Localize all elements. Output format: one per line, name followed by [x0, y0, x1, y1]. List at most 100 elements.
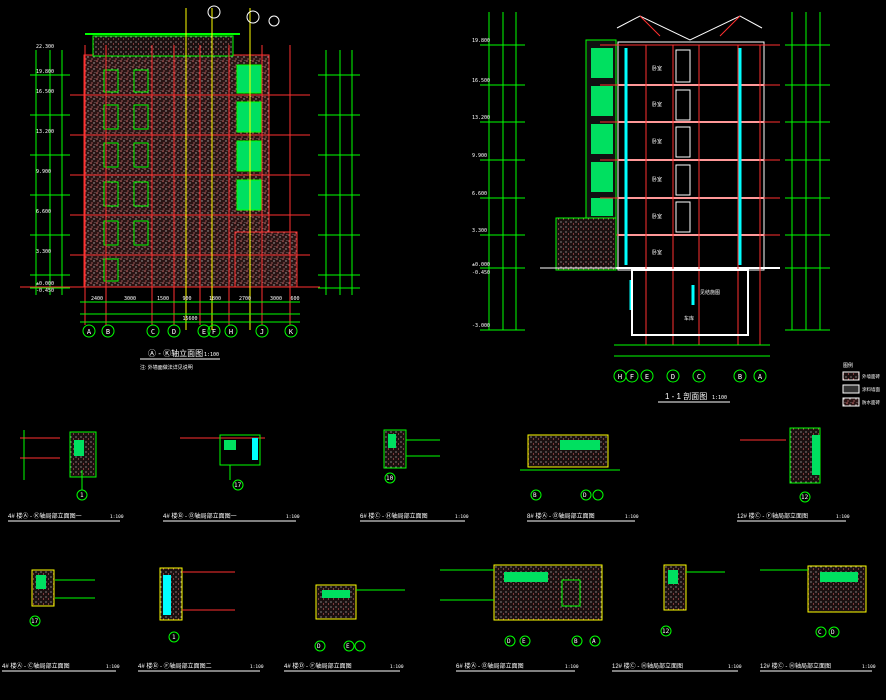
span-dim: 900 [182, 296, 191, 302]
axis-bubble [504, 635, 516, 647]
axis-label: F [212, 328, 216, 336]
level-mark: 16.500 [36, 89, 54, 95]
elevation-right-dimensions [318, 50, 360, 295]
span-dim: 3000 [270, 296, 282, 302]
detail-scale: 1:100 [390, 664, 404, 670]
axis-bubble [232, 479, 244, 491]
axis-bubble [530, 489, 542, 501]
level-mark: 19.800 [472, 38, 490, 44]
axis-label: C [151, 328, 155, 336]
detail-drawing: D E [314, 584, 405, 652]
axis-label: H [618, 373, 622, 381]
elevation-roof [92, 35, 234, 57]
level-mark: 16.500 [472, 78, 490, 84]
level-mark: 3.300 [36, 249, 51, 255]
axis-bubble [571, 635, 583, 647]
axis-label: 10 [386, 475, 394, 482]
axis-bubble [660, 625, 672, 637]
axis-label: D [172, 328, 176, 336]
detail-scale: 1:100 [728, 664, 742, 670]
axis-bubble [29, 615, 41, 627]
axis-bubble [168, 631, 180, 643]
axis-label: D [583, 492, 587, 499]
span-dim: 600 [290, 296, 299, 302]
detail-scale: 1:100 [862, 664, 876, 670]
detail-drawing: 17 [29, 569, 95, 627]
axis-label: A [87, 328, 92, 336]
detail-drawing: B D [520, 434, 620, 501]
level-mark: 3.300 [472, 228, 487, 234]
detail-scale: 1:100 [250, 664, 264, 670]
room-label: 卧室 [652, 213, 662, 220]
detail-drawing: 10 [383, 429, 440, 484]
axis-label: C [697, 373, 701, 381]
detail-title: 8# 楼Ⓐ - Ⓓ轴局部立面图 [527, 512, 595, 520]
span-dim: 2700 [239, 296, 251, 302]
detail-title: 4# 楼Ⓑ - Ⓓ轴局部立面图一 [163, 512, 237, 520]
section-scale: 1:100 [712, 395, 727, 401]
section-drawing: 卧室 卧室 卧室 卧室 卧室 卧室 车库 见结施图 -3.000 -0.450 … [472, 12, 830, 403]
main-elevation: A B C D E F H J K -0.450 ±0.000 3.300 6.… [20, 5, 360, 371]
legend-item: 涂料墙面 [862, 386, 880, 393]
level-mark: ±0.000 [472, 262, 490, 268]
room-label: 卧室 [652, 249, 662, 256]
level-mark: -0.450 [472, 270, 490, 276]
axis-label: H [229, 328, 233, 336]
level-mark: 13.200 [36, 129, 54, 135]
axis-bubble [519, 635, 531, 647]
legend-item: 防水面砖 [862, 399, 880, 406]
elevation-left-dimensions [30, 50, 70, 295]
axis-label: 12 [662, 628, 670, 635]
detail-scale: 1:100 [106, 664, 120, 670]
detail-drawing: 1 [20, 430, 97, 501]
span-dim: 1800 [209, 296, 221, 302]
axis-bubble [815, 626, 827, 638]
level-mark: 9.900 [472, 153, 487, 159]
axis-bubble [384, 472, 396, 484]
level-mark: -3.000 [472, 323, 490, 329]
detail-scale: 1:100 [565, 664, 579, 670]
axis-bubble [146, 324, 160, 338]
level-mark: ±0.000 [36, 281, 54, 287]
level-mark: 6.600 [472, 191, 487, 197]
detail-title: 12# 楼Ⓒ - Ⓕ轴局部立面图 [737, 512, 808, 520]
axis-label: 17 [234, 482, 242, 489]
axis-label: 1 [80, 492, 84, 499]
section-callout: 见结施图 [700, 289, 720, 296]
axis-label: E [202, 328, 206, 336]
axis-bubble [666, 369, 680, 383]
axis-label: 12 [801, 494, 809, 501]
level-mark: 19.800 [36, 69, 54, 75]
elevation-note: 注: 外墙面做法详见说明 [140, 364, 193, 371]
span-dim: 3000 [124, 296, 136, 302]
axis-bubble [354, 640, 366, 652]
detail-scale: 1:100 [836, 514, 850, 520]
detail-drawing: C D [760, 565, 867, 638]
axis-bubble [224, 324, 238, 338]
axis-bubble [314, 640, 326, 652]
span-dim: 1500 [157, 296, 169, 302]
axis-label: 1 [172, 634, 176, 641]
level-mark: 6.600 [36, 209, 51, 215]
axis-label: 17 [31, 618, 39, 625]
detail-drawing: 17 [180, 434, 265, 491]
legend-item: 外墙面砖 [862, 373, 880, 380]
axis-label: E [346, 643, 350, 650]
level-mark: 9.900 [36, 169, 51, 175]
axis-bubble [592, 489, 604, 501]
detail-scale: 1:100 [625, 514, 639, 520]
room-label: 卧室 [652, 101, 662, 108]
detail-scale: 1:100 [286, 514, 300, 520]
axis-label: D [317, 643, 321, 650]
axis-label: B [574, 638, 578, 645]
axis-bubble [255, 324, 269, 338]
level-mark: -0.450 [36, 288, 54, 294]
axis-bubble [828, 626, 840, 638]
detail-row-1: 1 17 10 B D [8, 427, 850, 522]
section-glass [591, 48, 613, 216]
elevation-podium [234, 231, 298, 288]
detail-drawing: 12 [660, 564, 725, 637]
axis-bubble [692, 369, 706, 383]
elevation-title: Ⓐ - Ⓚ轴立面图 [148, 348, 203, 358]
elevation-windows-left [103, 69, 149, 282]
